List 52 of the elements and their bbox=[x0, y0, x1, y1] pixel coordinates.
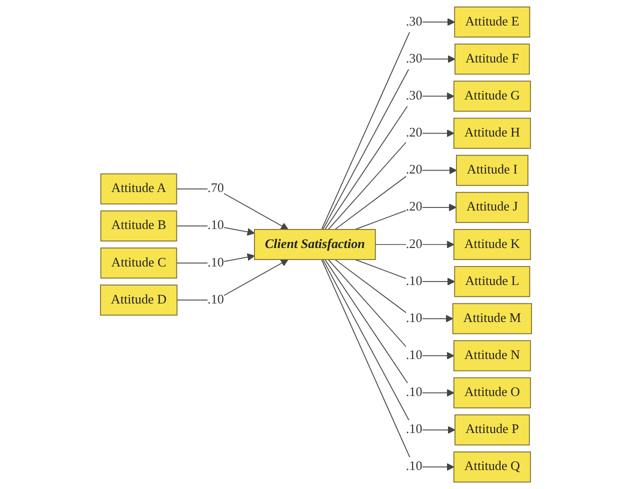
node-box: Attitude K bbox=[453, 229, 531, 260]
edge-label: .10 bbox=[208, 218, 224, 233]
node-box: Attitude G bbox=[453, 80, 531, 112]
edge-label: .10 bbox=[208, 292, 224, 307]
arrow bbox=[374, 240, 454, 248]
arrow bbox=[321, 18, 455, 230]
arrow bbox=[176, 259, 288, 301]
node-box: Attitude J bbox=[456, 192, 529, 223]
edge-label: .20 bbox=[406, 126, 422, 140]
node-box: Attitude Q bbox=[453, 451, 531, 482]
node-box: Client Satisfaction bbox=[254, 229, 376, 260]
node-box: Attitude M bbox=[452, 303, 532, 334]
edge-label: .10 bbox=[406, 348, 422, 362]
arrow bbox=[321, 259, 454, 471]
edge-label: .10 bbox=[406, 460, 422, 474]
arrow bbox=[176, 188, 288, 230]
edge-label: .30 bbox=[406, 88, 422, 103]
edge-label: .20 bbox=[406, 163, 422, 178]
node-box: Attitude E bbox=[454, 6, 530, 38]
node-box: Attitude H bbox=[453, 118, 531, 149]
node-box: Attitude L bbox=[454, 266, 530, 298]
arrow bbox=[324, 259, 454, 397]
edge-label: .10 bbox=[208, 256, 224, 270]
node-box: Attitude B bbox=[100, 210, 178, 242]
arrow bbox=[324, 92, 454, 230]
edge-label: .30 bbox=[406, 52, 422, 66]
edge-label: .20 bbox=[406, 200, 422, 214]
node-box: Attitude C bbox=[100, 248, 178, 279]
arrow bbox=[334, 259, 454, 322]
node-box: Attitude A bbox=[100, 173, 178, 204]
arrow bbox=[328, 129, 454, 230]
edge-label: .10 bbox=[406, 274, 422, 288]
arrow bbox=[334, 166, 457, 230]
arrow bbox=[176, 253, 255, 264]
node-box: Attitude D bbox=[100, 284, 178, 316]
node-box: Attitude P bbox=[454, 414, 530, 446]
arrow bbox=[354, 259, 455, 286]
edge-label: .10 bbox=[406, 422, 422, 437]
node-box: Attitude I bbox=[456, 154, 528, 186]
edge-label: .10 bbox=[406, 386, 422, 400]
arrow bbox=[322, 55, 456, 230]
arrow bbox=[354, 204, 456, 230]
edge-label: .20 bbox=[406, 237, 422, 252]
edge-label: .10 bbox=[406, 311, 422, 326]
node-box: Attitude F bbox=[454, 44, 530, 75]
edge-label: .70 bbox=[208, 182, 224, 196]
arrow bbox=[328, 259, 454, 360]
node-box: Attitude O bbox=[453, 377, 531, 408]
arrow bbox=[176, 226, 255, 236]
node-box: Attitude N bbox=[453, 340, 531, 372]
edge-label: .30 bbox=[406, 14, 422, 29]
arrow bbox=[322, 259, 456, 434]
